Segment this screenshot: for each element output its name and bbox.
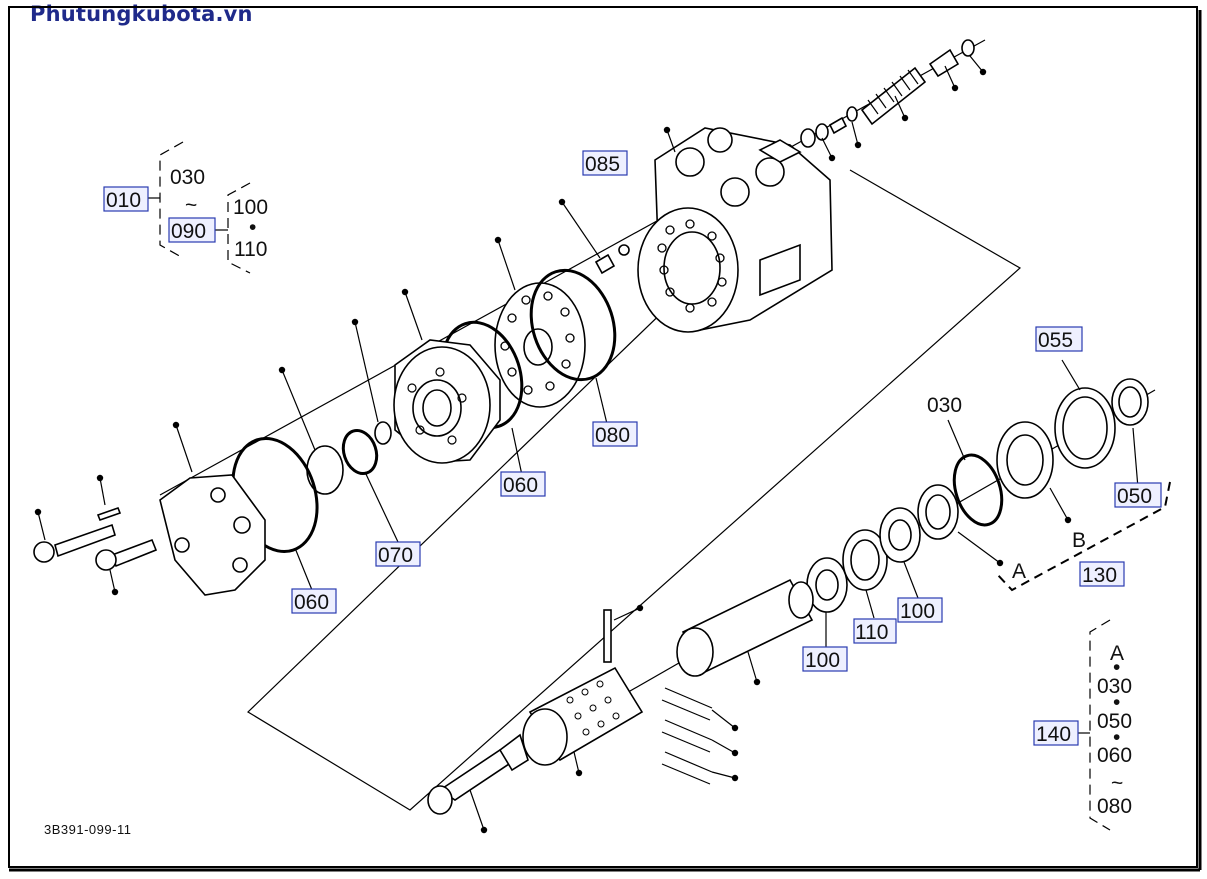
label-100-a[interactable]: 100 (802, 646, 848, 672)
check-ball-plug (594, 244, 630, 275)
svg-text:110: 110 (855, 621, 888, 644)
svg-text:060: 060 (503, 474, 538, 497)
group-bracket-140 (1089, 619, 1111, 831)
svg-text:050: 050 (1117, 485, 1152, 508)
label-140[interactable]: 140 (1033, 720, 1079, 746)
svg-text:100: 100 (900, 600, 935, 623)
label-110-b[interactable]: 110 (853, 618, 897, 644)
pump-housing (637, 127, 833, 333)
label-set-tilde: ~ (1111, 772, 1123, 795)
o-ring-080 (529, 268, 617, 382)
seal-carrier (996, 421, 1054, 499)
label-070[interactable]: 070 (375, 541, 421, 567)
seal-disk (306, 445, 344, 495)
label-set-080: 080 (1097, 795, 1132, 818)
end-cap (159, 474, 266, 596)
label-set-dot3: • (1113, 726, 1120, 749)
label-010[interactable]: 010 (103, 186, 149, 212)
svg-text:130: 130 (1082, 564, 1117, 587)
label-set-060: 060 (1097, 744, 1132, 767)
drawing-number: 3B391-099-11 (44, 822, 132, 837)
label-030-top: 030 (170, 166, 205, 189)
drawing-border (8, 6, 1198, 868)
control-sleeve (676, 578, 814, 677)
svg-text:090: 090 (171, 220, 206, 243)
label-A: A (1012, 560, 1026, 583)
shaft-seal-stack (806, 484, 959, 613)
svg-text:055: 055 (1038, 329, 1073, 352)
o-ring-030 (952, 453, 1004, 527)
label-tilde-top: ~ (185, 194, 197, 217)
label-set-dot2: • (1113, 691, 1120, 714)
label-055[interactable]: 055 (1035, 326, 1083, 352)
svg-text:100: 100 (805, 649, 840, 672)
label-110-top: 110 (234, 238, 267, 261)
label-set-A: A (1110, 642, 1124, 665)
label-100-top: 100 (233, 196, 268, 219)
drive-shaft (427, 733, 529, 815)
label-dot-top: • (249, 216, 256, 239)
centering-springs (661, 687, 713, 785)
pin (603, 609, 612, 663)
svg-text:140: 140 (1036, 723, 1071, 746)
gerotor-set (393, 339, 501, 464)
leader-lines (37, 55, 1139, 831)
label-090[interactable]: 090 (168, 217, 216, 243)
label-100-b[interactable]: 100 (897, 597, 943, 623)
label-085[interactable]: 085 (582, 150, 628, 176)
svg-text:070: 070 (378, 544, 413, 567)
label-050[interactable]: 050 (1114, 482, 1162, 508)
svg-text:030: 030 (927, 394, 962, 417)
group-bracket-010 (148, 141, 251, 274)
label-060-low[interactable]: 060 (291, 588, 337, 614)
label-130[interactable]: 130 (1079, 561, 1125, 587)
mounting-bolts (33, 506, 158, 571)
label-060-mid[interactable]: 060 (500, 471, 546, 497)
svg-text:080: 080 (595, 424, 630, 447)
svg-text:085: 085 (585, 153, 620, 176)
washer (374, 421, 392, 445)
label-030-right[interactable]: 030 (927, 394, 962, 417)
label-set-dot1: • (1113, 656, 1120, 679)
label-B: B (1072, 529, 1086, 552)
label-set-050: 050 (1097, 710, 1132, 733)
relief-valve-parts (800, 39, 975, 148)
svg-text:010: 010 (106, 189, 141, 212)
label-080[interactable]: 080 (592, 421, 638, 447)
svg-text:060: 060 (294, 591, 329, 614)
o-ring-070 (341, 429, 379, 475)
reference-dots (34, 68, 1072, 834)
label-set-030: 030 (1097, 675, 1132, 698)
control-spool (522, 666, 644, 766)
